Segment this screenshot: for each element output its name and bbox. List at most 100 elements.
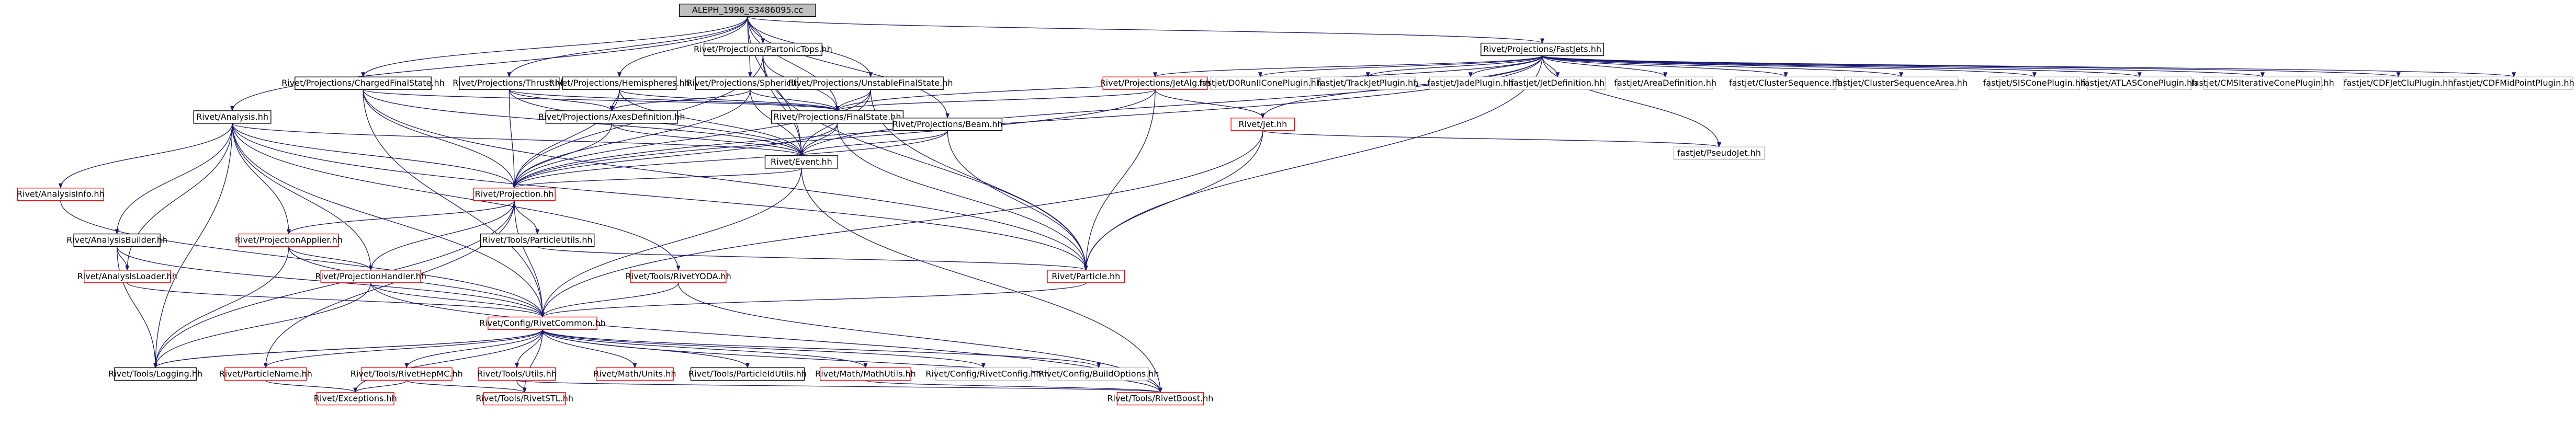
edge-fastjets-to-areadef: [1542, 55, 1668, 78]
node-exceptions[interactable]: Rivet/Exceptions.hh: [314, 392, 397, 406]
edge-projection-to-projapplier: [287, 200, 515, 235]
node-analysisloader[interactable]: Rivet/AnalysisLoader.hh: [77, 270, 177, 283]
edge-analysis-to-analysisinfo: [58, 123, 233, 189]
edge-jetalg-to-finalstate: [835, 89, 1156, 111]
node-event[interactable]: Rivet/Event.hh: [764, 155, 839, 169]
node-beam[interactable]: Rivet/Projections/Beam.hh: [892, 118, 1003, 131]
node-box-fastjets: [1481, 42, 1604, 56]
node-mathunits[interactable]: Rivet/Math/Units.hh: [593, 367, 676, 381]
node-rivetstl[interactable]: Rivet/Tools/RivetSTL.hh: [476, 392, 573, 406]
edge-projection-to-logging: [153, 200, 515, 369]
edge-rivetcommon-to-mathunits: [542, 329, 637, 369]
edge-event-to-rivetcommon: [540, 168, 802, 318]
node-atlascone[interactable]: fastjet/ATLASConePlugin.hh: [2082, 76, 2197, 90]
node-particleidutils[interactable]: Rivet/Tools/ParticleIdUtils.hh: [688, 367, 807, 381]
node-root[interactable]: ALEPH_1996_S3486095.cc: [679, 3, 816, 17]
node-toolsutils[interactable]: Rivet/Tools/Utils.hh: [477, 367, 557, 381]
edge-rivetcommon-to-exceptions: [353, 329, 543, 393]
node-rivethepmc[interactable]: Rivet/Tools/RivetHepMC.hh: [351, 367, 463, 381]
node-partonic[interactable]: Rivet/Projections/PartonicTops.hh: [694, 42, 832, 56]
node-cdfmidpoint[interactable]: fastjet/CDFMidPointPlugin.hh: [2454, 76, 2574, 90]
node-clusterseqarea[interactable]: fastjet/ClusterSequenceArea.hh: [1835, 76, 1968, 90]
node-particlename[interactable]: Rivet/ParticleName.hh: [219, 367, 312, 381]
node-mathutils[interactable]: Rivet/Math/MathUtils.hh: [815, 367, 916, 381]
node-label-rivetjet: Rivet/Jet.hh: [1239, 119, 1287, 129]
node-label-projhandler: Rivet/ProjectionHandler.hh: [315, 271, 426, 281]
edge-unstablefs-to-finalstate: [835, 89, 871, 111]
edge-root-to-analysis: [230, 16, 748, 111]
edge-rivetyoda-to-rivetcommon: [540, 282, 679, 318]
node-box-beam: [892, 118, 1003, 131]
node-buildoptions[interactable]: Rivet/Config/BuildOptions.hh: [1038, 367, 1159, 381]
node-jade[interactable]: fastjet/JadePlugin.hh: [1427, 76, 1513, 90]
node-box-partonic: [703, 42, 822, 56]
node-siscone[interactable]: fastjet/SISConePlugin.hh: [1983, 76, 2086, 90]
node-finalstate[interactable]: Rivet/Projections/FinalState.hh: [771, 110, 904, 124]
edge-particleutils-to-particle: [537, 246, 1088, 271]
node-particle[interactable]: Rivet/Particle.hh: [1047, 270, 1125, 283]
node-label-event: Rivet/Event.hh: [771, 157, 832, 167]
node-rivetboost[interactable]: Rivet/Tools/RivetBoost.hh: [1107, 392, 1213, 406]
node-box-particlename: [224, 367, 307, 381]
node-cdfjetclu[interactable]: fastjet/CDFJetCluPlugin.hh: [2343, 76, 2454, 90]
node-unstablefs[interactable]: Rivet/Projections/UnstableFinalState.hh: [788, 76, 953, 90]
node-label-projapplier: Rivet/ProjectionApplier.hh: [235, 235, 343, 245]
edge-fastjets-to-clusterseqarea: [1542, 55, 1903, 78]
node-particleutils[interactable]: Rivet/Tools/ParticleUtils.hh: [480, 233, 595, 247]
edge-projapplier-to-projhandler: [288, 246, 373, 271]
node-label-pseudojet: fastjet/PseudoJet.hh: [1677, 148, 1761, 158]
edge-fastjets-to-pseudojet: [1542, 55, 1722, 148]
node-rivetjet[interactable]: Rivet/Jet.hh: [1230, 118, 1295, 131]
node-rivetyoda[interactable]: Rivet/Tools/RivetYODA.hh: [626, 270, 731, 283]
node-clusterseq[interactable]: fastjet/ClusterSequence.hh: [1729, 76, 1843, 90]
node-axesdef[interactable]: Rivet/Projections/AxesDefinition.hh: [538, 110, 685, 124]
node-box-cdfmidpoint: [2454, 76, 2573, 90]
node-pseudojet[interactable]: fastjet/PseudoJet.hh: [1673, 146, 1765, 160]
node-box-rivetboost: [1116, 392, 1204, 406]
node-chargedfs[interactable]: Rivet/Projections/ChargedFinalState.hh: [281, 76, 445, 90]
node-jetdef[interactable]: fastjet/JetDefinition.hh: [1509, 76, 1606, 90]
node-box-hemispheres: [562, 76, 677, 90]
node-rivetconfig[interactable]: Rivet/Config/RivetConfig.hh: [925, 367, 1041, 381]
nodes-layer: ALEPH_1996_S3486095.ccRivet/Projections/…: [17, 3, 2574, 406]
node-logging[interactable]: Rivet/Tools/Logging.hh: [108, 367, 202, 381]
node-label-hemispheres: Rivet/Projections/Hemispheres.hh: [549, 78, 690, 88]
node-areadef[interactable]: fastjet/AreaDefinition.hh: [1614, 76, 1716, 90]
node-fastjets[interactable]: Rivet/Projections/FastJets.hh: [1481, 42, 1604, 56]
node-box-clusterseqarea: [1844, 76, 1959, 90]
node-label-rivetcommon: Rivet/Config/RivetCommon.hh: [479, 318, 606, 328]
edge-logging-to-rivetcommon: [155, 329, 545, 368]
node-box-cdfjetclu: [2343, 76, 2454, 90]
node-label-analysis: Rivet/Analysis.hh: [196, 112, 268, 122]
edge-particle-to-rivetcommon: [540, 282, 1087, 318]
node-box-sphericity: [695, 76, 805, 90]
node-label-projection: Rivet/Projection.hh: [475, 189, 554, 199]
edge-analysis-to-particle: [232, 123, 1088, 271]
edge-finalstate-to-event: [799, 123, 838, 156]
node-analysisinfo[interactable]: Rivet/AnalysisInfo.hh: [17, 188, 105, 201]
node-label-unstablefs: Rivet/Projections/UnstableFinalState.hh: [788, 78, 953, 88]
node-label-exceptions: Rivet/Exceptions.hh: [314, 394, 397, 404]
node-hemispheres[interactable]: Rivet/Projections/Hemispheres.hh: [549, 76, 690, 90]
edge-analysis-to-rivetyoda: [232, 123, 681, 271]
node-projapplier[interactable]: Rivet/ProjectionApplier.hh: [235, 233, 343, 247]
node-analysisbuilder[interactable]: Rivet/AnalysisBuilder.hh: [66, 233, 167, 247]
node-analysis[interactable]: Rivet/Analysis.hh: [193, 110, 272, 124]
node-rivetcommon[interactable]: Rivet/Config/RivetCommon.hh: [479, 316, 606, 330]
node-cmsitcone[interactable]: fastjet/CMSIterativeConePlugin.hh: [2191, 76, 2334, 90]
node-d0run[interactable]: fastjet/D0RunIIConePlugin.hh: [1199, 76, 1321, 90]
node-trackjet[interactable]: fastjet/TrackJetPlugin.hh: [1317, 76, 1418, 90]
node-label-clusterseqarea: fastjet/ClusterSequenceArea.hh: [1835, 78, 1968, 88]
node-projection[interactable]: Rivet/Projection.hh: [473, 188, 556, 201]
edge-finalstate-to-projection: [512, 123, 838, 189]
node-sphericity[interactable]: Rivet/Projections/Sphericity.hh: [687, 76, 814, 90]
node-label-rivetstl: Rivet/Tools/RivetSTL.hh: [476, 394, 573, 404]
edge-partonic-to-particle: [762, 55, 1088, 271]
node-jetalg[interactable]: Rivet/Projections/JetAlg.hh: [1100, 76, 1211, 90]
node-box-rivetstl: [483, 392, 566, 406]
node-projhandler[interactable]: Rivet/ProjectionHandler.hh: [315, 270, 426, 283]
node-thrust[interactable]: Rivet/Projections/Thrust.hh: [453, 76, 566, 90]
node-box-atlascone: [2087, 76, 2193, 90]
node-box-thrust: [459, 76, 560, 90]
